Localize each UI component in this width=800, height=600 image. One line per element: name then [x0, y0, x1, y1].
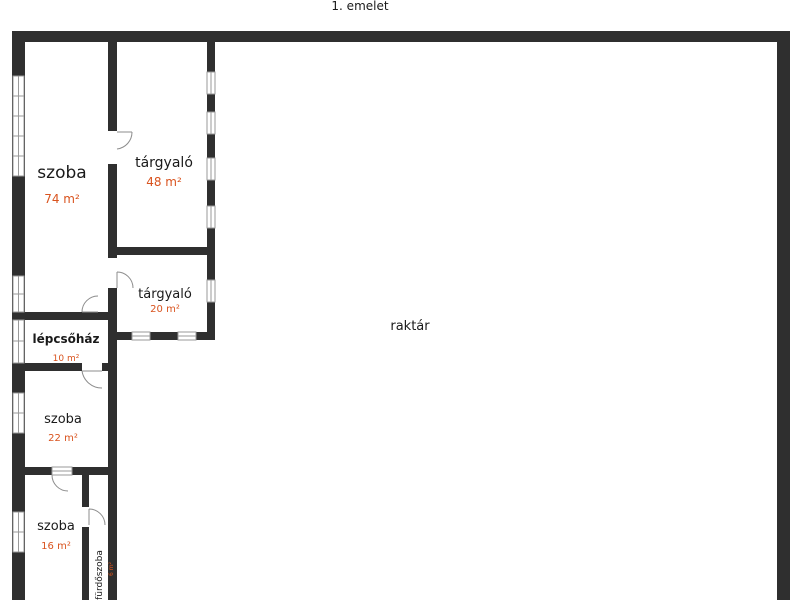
door-szoba-targyalo	[116, 131, 133, 150]
door-szoba-small	[51, 474, 69, 492]
outer-walls	[12, 31, 790, 600]
door-bathroom	[88, 508, 106, 526]
room-name-lepcsohaz: lépcsőház	[33, 332, 100, 346]
room-name-targyalo-upper: tárgyaló	[135, 155, 193, 171]
room-area-lepcsohaz: 10 m²	[53, 354, 80, 364]
room-area-furdoszoba: 6 m²	[108, 561, 115, 576]
windows-left	[12, 75, 25, 553]
interior-walls	[12, 42, 215, 600]
room-name-furdoszoba: fürdőszoba	[95, 550, 105, 600]
room-name-szoba-small: szoba	[37, 519, 75, 534]
room-area-targyalo-upper: 48 m²	[146, 175, 182, 189]
room-name-targyalo-lower: tárgyaló	[138, 287, 192, 302]
door-targyalo-lower	[116, 271, 134, 289]
door-lepcsohaz-bottom	[81, 370, 103, 389]
floor-title: 1. emelet	[331, 0, 388, 13]
room-name-szoba-mid: szoba	[44, 412, 82, 427]
door-lepcsohaz-top	[81, 295, 99, 313]
room-area-targyalo-lower: 20 m²	[150, 304, 180, 315]
windows-targyalo	[51, 71, 216, 476]
room-area-szoba-mid: 22 m²	[48, 433, 78, 444]
room-area-szoba-large: 74 m²	[44, 192, 80, 206]
room-name-szoba-large: szoba	[37, 163, 86, 183]
room-area-szoba-small: 16 m²	[41, 541, 71, 552]
room-name-raktar: raktár	[390, 319, 430, 334]
